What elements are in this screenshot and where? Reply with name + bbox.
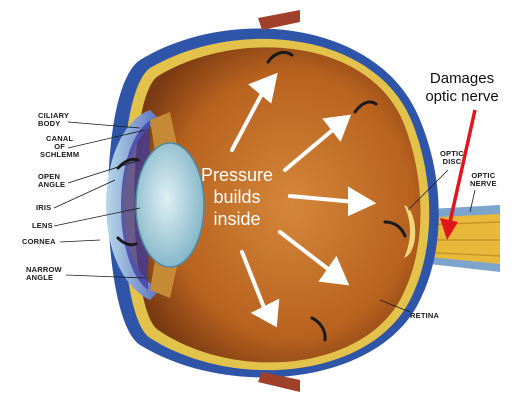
label-optic-nerve: OPTIC NERVE — [470, 172, 497, 188]
label-iris: IRIS — [36, 204, 51, 212]
label-retina: RETINA — [410, 312, 439, 320]
label-narrow-angle: NARROW ANGLE — [26, 266, 62, 282]
upper-muscle — [258, 10, 300, 30]
label-ciliary-body: CILIARY BODY — [38, 112, 69, 128]
label-lens: LENS — [32, 222, 53, 230]
pressure-builds-inside-text: Pressure builds inside — [192, 164, 282, 230]
label-canal-of-schlemm: CANAL OF SCHLEMM — [40, 135, 79, 159]
damages-optic-nerve-text: Damages optic nerve — [412, 70, 512, 106]
label-cornea: CORNEA — [22, 238, 56, 246]
label-optic-disc: OPTIC DISC — [440, 150, 464, 166]
label-open-angle: OPEN ANGLE — [38, 173, 65, 189]
